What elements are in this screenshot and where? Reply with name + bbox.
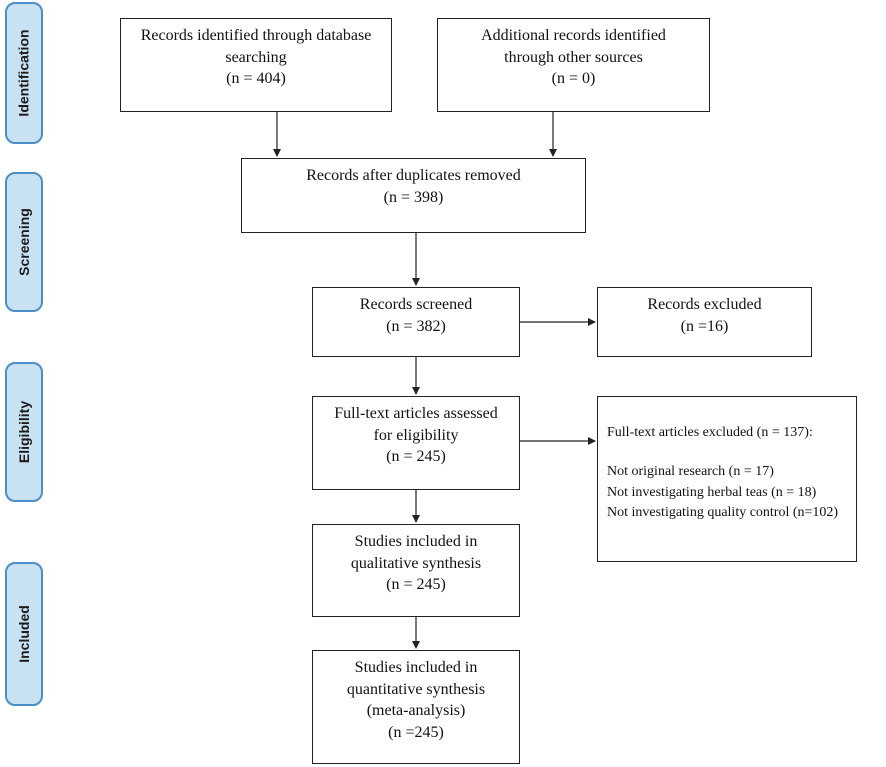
box-qualitative-line-2: qualitative synthesis (350, 554, 482, 572)
box-excluded-line-2: (n =16) (680, 317, 729, 335)
box-quantitative-line-1: Studies included in (354, 659, 478, 676)
exclusion-reason-3: Not investigating quality control (n=102… (607, 504, 839, 520)
box-other-sources: Additional records identified through ot… (437, 18, 710, 112)
box-qualitative-line-1: Studies included in (354, 533, 478, 550)
box-duplicates-line-1: Records after duplicates removed (306, 167, 521, 184)
phase-included: Included (5, 562, 43, 706)
box-duplicates-line-2: (n = 398) (383, 188, 444, 206)
box-other-line-3: (n = 0) (551, 70, 596, 88)
exclusion-reason-1: Not original research (n = 17) (607, 464, 774, 480)
box-records-excluded: Records excluded (n =16) (597, 287, 812, 357)
box-qualitative-synthesis: Studies included in qualitative synthesi… (312, 524, 520, 617)
box-database-line-1: Records identified through database (140, 27, 372, 44)
phase-screening: Screening (5, 172, 43, 312)
box-fulltext-excluded-title: Full-text articles excluded (n = 137): (607, 425, 813, 440)
box-other-line-2: through other sources (504, 48, 643, 66)
box-quantitative-line-4: (n =245) (388, 723, 444, 741)
phase-eligibility: Eligibility (5, 362, 43, 502)
box-other-line-1: Additional records identified (481, 27, 666, 44)
exclusion-reason-2: Not investigating herbal teas (n = 18) (607, 484, 817, 500)
box-fulltext-excluded: Full-text articles excluded (n = 137): N… (597, 396, 857, 562)
box-excluded-line-1: Records excluded (647, 296, 762, 313)
box-eligibility-line-1: Full-text articles assessed (334, 405, 498, 422)
phase-identification: Identification (5, 2, 43, 144)
box-eligibility: Full-text articles assessed for eligibil… (312, 396, 520, 490)
box-eligibility-line-3: (n = 245) (386, 448, 446, 466)
box-quantitative-synthesis: Studies included in quantitative synthes… (312, 650, 520, 764)
box-eligibility-line-2: for eligibility (373, 426, 459, 444)
box-qualitative-line-3: (n = 245) (386, 576, 446, 594)
box-quantitative-line-3: (meta-analysis) (366, 702, 466, 720)
box-screened-line-2: (n = 382) (386, 317, 446, 335)
box-database-line-2: searching (225, 48, 287, 66)
box-quantitative-line-2: quantitative synthesis (346, 680, 486, 698)
box-duplicates-removed: Records after duplicates removed (n = 39… (241, 158, 586, 233)
box-database-records: Records identified through database sear… (120, 18, 392, 112)
box-screened-line-1: Records screened (359, 296, 473, 313)
box-records-screened: Records screened (n = 382) (312, 287, 520, 357)
box-database-line-3: (n = 404) (226, 70, 286, 88)
